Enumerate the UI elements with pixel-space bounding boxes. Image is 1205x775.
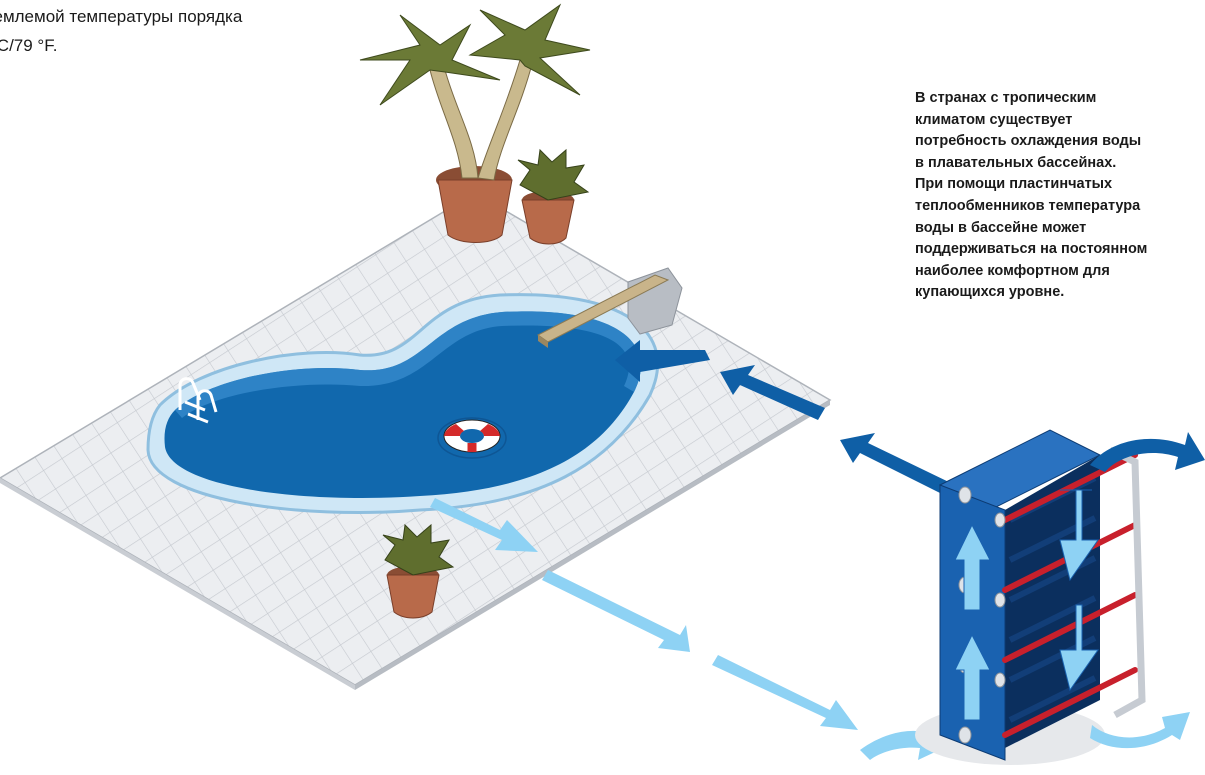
palm-tree-icon: [359, 3, 591, 243]
description-line: климатом существует: [915, 111, 1073, 128]
life-ring-icon: [437, 417, 507, 459]
potted-plant-icon: [382, 523, 455, 619]
description-line: потребность охлаждения воды: [915, 133, 1142, 150]
description-line: купающихся уровне.: [915, 284, 1065, 301]
intro-caption: иемлемой температуры порядка °C/79 °F.: [0, 2, 404, 60]
ladder-icon: [178, 377, 218, 424]
diving-board-icon: [537, 267, 683, 348]
description-line: воды в бассейне может: [915, 219, 1087, 236]
potted-plant-icon: [517, 148, 590, 245]
intro-caption-line-1: иемлемой температуры порядка: [0, 7, 243, 26]
description-line: наиболее комфортном для: [915, 262, 1110, 279]
flow-arrow-icon: [430, 498, 950, 760]
description-line: в плавательных бассейнах.: [915, 154, 1117, 171]
description-line: поддерживаться на постоянном: [915, 241, 1148, 258]
flow-arrow-icon: [615, 340, 955, 497]
swimming-pool: [146, 293, 660, 514]
description-text: В странах с тропическим климатом существ…: [915, 88, 1205, 304]
intro-caption-line-2: °C/79 °F.: [0, 36, 58, 55]
description-line: теплообменников температура: [915, 197, 1141, 214]
plate-heat-exchanger-icon: [915, 429, 1205, 765]
description-line: В странах с тропическим: [915, 90, 1097, 106]
description-line: При помощи пластинчатых: [915, 176, 1113, 193]
